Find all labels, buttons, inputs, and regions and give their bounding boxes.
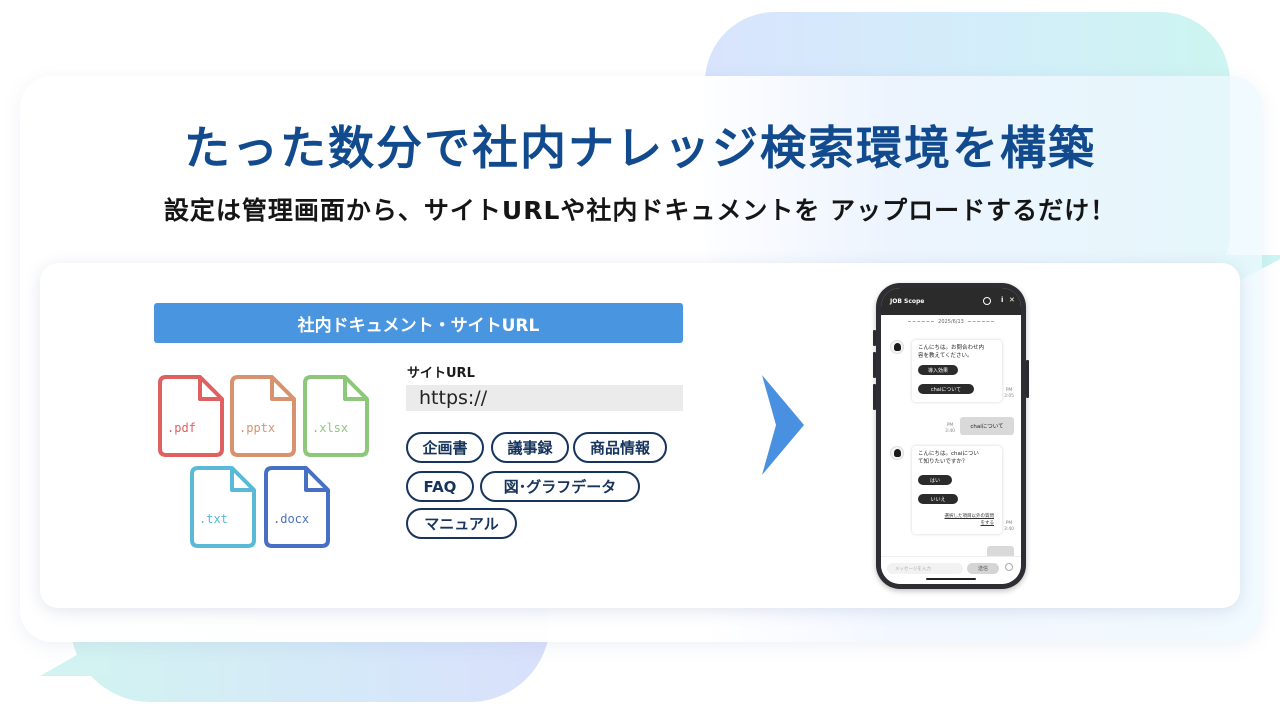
tag-manual[interactable]: マニュアル <box>406 508 517 539</box>
chip-no[interactable]: いいえ <box>918 494 958 504</box>
chevron-right-icon <box>762 375 804 475</box>
info-icon[interactable]: i <box>1001 296 1004 304</box>
refresh-icon[interactable] <box>1005 563 1013 571</box>
user-message-partial <box>987 546 1014 558</box>
home-indicator <box>926 578 976 580</box>
phone-side-button <box>873 330 876 346</box>
other-question-link[interactable]: 選択した項目以外の質問をする <box>944 514 995 526</box>
chat-app-title: JOB Scope <box>890 298 925 305</box>
site-url-label: サイトURL <box>407 366 475 381</box>
tag-minutes[interactable]: 議事録 <box>491 432 569 463</box>
close-icon[interactable]: ✕ <box>1009 296 1015 304</box>
txt-file-label: .txt <box>199 512 228 526</box>
chat-compose-bar: メッセージを入力 送信 <box>881 556 1021 584</box>
bot-message-line: て知りたいですか？ <box>918 459 968 465</box>
docx-file-icon[interactable]: .docx <box>264 466 330 548</box>
bot-avatar <box>890 446 904 460</box>
bot-message-line: こんにちは。お問合わせ内 <box>918 345 985 351</box>
chip-yes[interactable]: はい <box>918 475 952 485</box>
chat-screen: JOB Scope i ✕ 2025/6/13 こんにちは。お問合わせ内 容を教… <box>881 288 1021 584</box>
tag-product-info[interactable]: 商品情報 <box>573 432 667 463</box>
bot-message-line: 容を教えてください。 <box>918 353 973 359</box>
bot-message-card: こんにちは。chaiについ て知りたいですか？ はい いいえ 選択した項目以外の… <box>912 446 1002 534</box>
tag-faq[interactable]: FAQ <box>406 471 474 502</box>
pptx-file-icon[interactable]: .pptx <box>230 375 296 457</box>
chip-introduction-effect[interactable]: 導入効果 <box>918 365 958 375</box>
phone-volume-up <box>873 352 876 378</box>
chip-about-chai[interactable]: chaiについて <box>918 384 974 394</box>
bot-message-card: こんにちは。お問合わせ内 容を教えてください。 導入効果 chaiについて <box>912 340 1002 402</box>
xlsx-file-icon[interactable]: .xlsx <box>303 375 369 457</box>
chat-date: 2025/6/13 <box>881 319 1021 325</box>
phone-volume-down <box>873 384 876 410</box>
message-input[interactable]: メッセージを入力 <box>887 563 963 574</box>
docx-file-label: .docx <box>273 512 310 526</box>
bot-avatar <box>890 340 904 354</box>
site-url-input[interactable]: https:// <box>406 385 683 411</box>
user-message: chaiについて <box>960 417 1014 435</box>
headline: たった数分で社内ナレッジ検索環境を構築 <box>184 121 1096 175</box>
txt-file-icon[interactable]: .txt <box>190 466 256 548</box>
send-button[interactable]: 送信 <box>967 563 999 574</box>
globe-icon[interactable] <box>983 297 991 305</box>
xlsx-file-label: .xlsx <box>312 421 349 435</box>
decor-bubble-tail-bottom <box>40 636 110 676</box>
tag-planning[interactable]: 企画書 <box>406 432 484 463</box>
tag-charts[interactable]: 図･グラフデータ <box>480 471 640 502</box>
pdf-file-icon[interactable]: .pdf <box>158 375 224 457</box>
pptx-file-label: .pptx <box>239 421 276 435</box>
phone-power-button <box>1026 360 1029 398</box>
bot-message-line: こんにちは。chaiについ <box>918 451 979 457</box>
subheadline: 設定は管理画面から、サイトURLや社内ドキュメントを アップロードするだけ！ <box>163 196 1117 225</box>
chat-app-bar: JOB Scope i ✕ <box>881 288 1021 315</box>
pdf-file-label: .pdf <box>167 421 196 435</box>
upload-bar-title: 社内ドキュメント・サイトURL <box>154 303 683 343</box>
